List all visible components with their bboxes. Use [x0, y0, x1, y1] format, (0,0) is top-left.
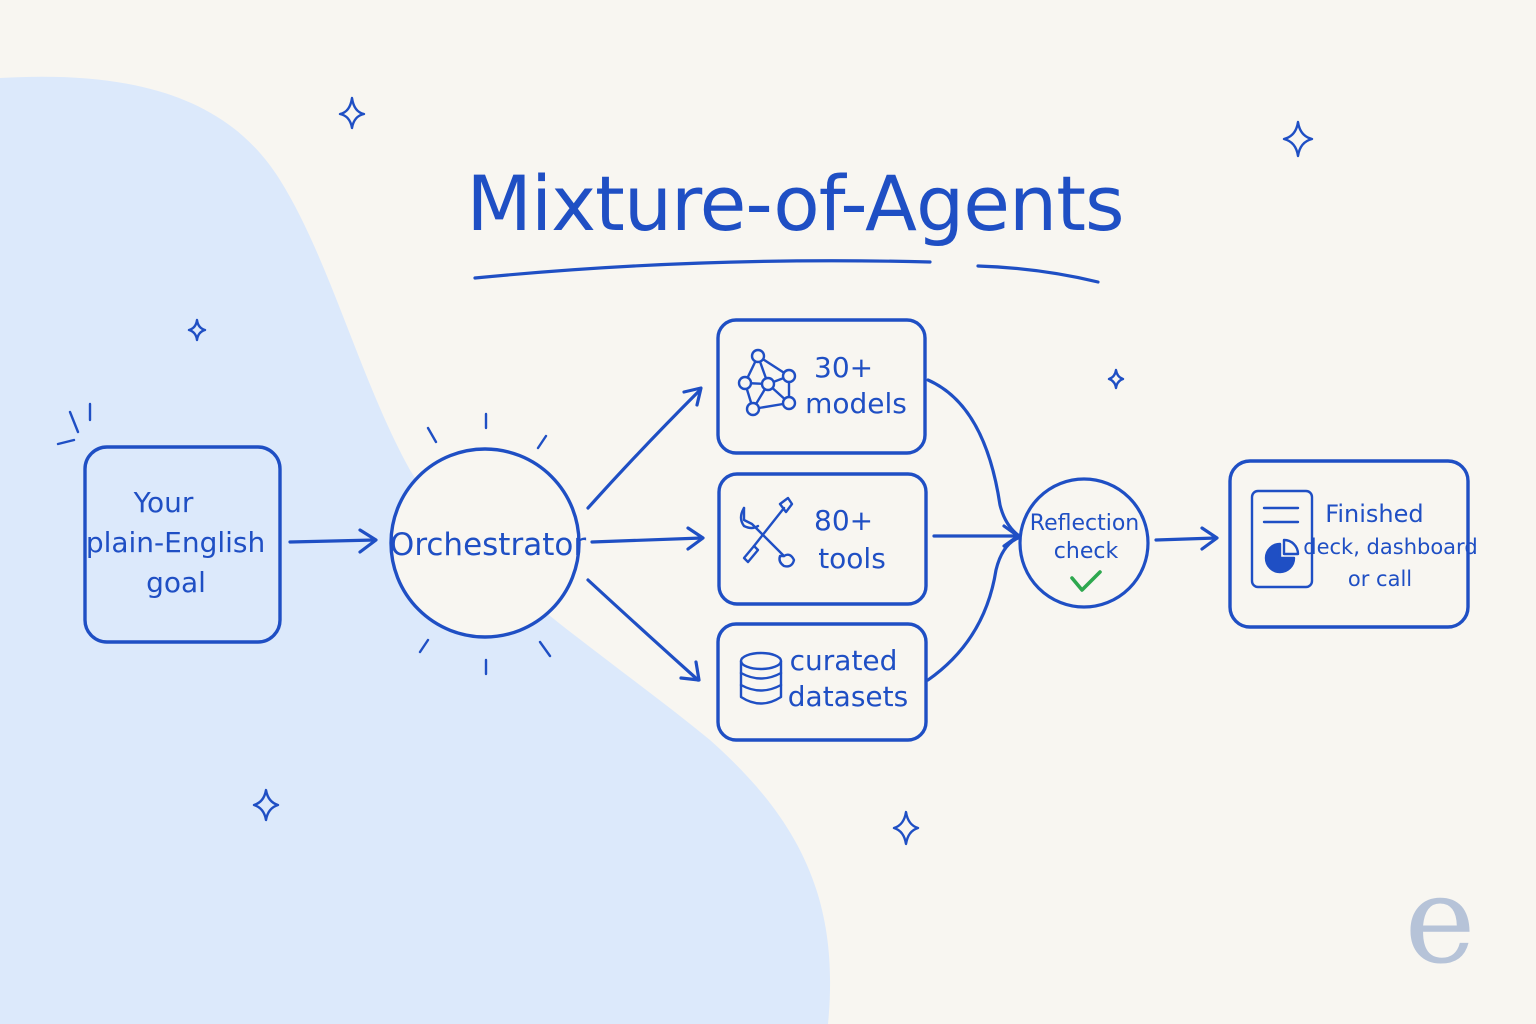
datasets-line: datasets — [788, 680, 908, 713]
document-chart-icon — [1250, 489, 1314, 589]
goal-box: Your plain-English goal — [56, 402, 282, 644]
svg-text:Your plain-English: Your plain-English goal — [86, 486, 274, 599]
wrench-screwdriver-icon — [739, 496, 796, 568]
svg-text:Finished deck, dashboard: Finished deck, dashboard or call — [1303, 500, 1483, 591]
sparkle-icon — [1282, 120, 1314, 158]
page-title: Mixture-of-Agents — [466, 159, 1123, 248]
models-label: models — [805, 387, 907, 420]
title-underline — [976, 264, 1100, 284]
sparkle-icon — [252, 788, 280, 822]
svg-text:Reflection check: Reflection check — [1030, 511, 1146, 564]
goal-line: Your — [133, 486, 194, 519]
reflection-node: Reflection check — [1018, 477, 1150, 609]
arrow — [288, 528, 378, 554]
models-box: 30+ models — [716, 318, 927, 455]
svg-text:80+ tools: 80+ tools — [814, 504, 886, 575]
models-count: 30+ — [814, 351, 873, 384]
arrow — [586, 578, 701, 682]
sparkle-icon — [187, 318, 207, 342]
tools-count: 80+ — [814, 504, 873, 537]
orchestrator-label: Orchestrator — [390, 527, 586, 563]
arrow — [1154, 526, 1219, 551]
brand-logo: e — [1404, 852, 1475, 991]
checkmark-icon — [1070, 570, 1102, 592]
datasets-line: curated — [790, 644, 898, 677]
tools-label: tools — [818, 542, 886, 575]
output-line: deck, dashboard — [1303, 535, 1477, 559]
svg-text:30+ models: 30+ models — [805, 351, 907, 420]
sparkle-icon — [1107, 368, 1125, 390]
goal-line: plain-English — [86, 526, 265, 559]
arrow — [926, 378, 1020, 682]
sparkle-icon — [338, 96, 366, 130]
title-underline — [473, 259, 932, 280]
datasets-box: curated datasets — [716, 622, 928, 742]
neural-network-icon — [737, 348, 797, 417]
sparkle-icon — [892, 810, 920, 846]
reflection-line: Reflection — [1030, 511, 1139, 536]
tools-box: 80+ tools — [717, 472, 928, 606]
orchestrator-node: Orchestrator — [389, 412, 586, 676]
arrow — [590, 526, 705, 551]
goal-line: goal — [146, 566, 206, 599]
output-line: or call — [1348, 567, 1412, 591]
radiance-marks — [418, 412, 552, 676]
emphasis-marks — [56, 402, 92, 446]
output-box: Finished deck, dashboard or call — [1228, 459, 1483, 629]
reflection-line: check — [1054, 539, 1119, 564]
svg-text:curated datasets: curated datasets — [788, 644, 908, 713]
database-icon — [739, 651, 783, 705]
output-line: Finished — [1325, 500, 1423, 528]
arrow — [586, 386, 703, 510]
